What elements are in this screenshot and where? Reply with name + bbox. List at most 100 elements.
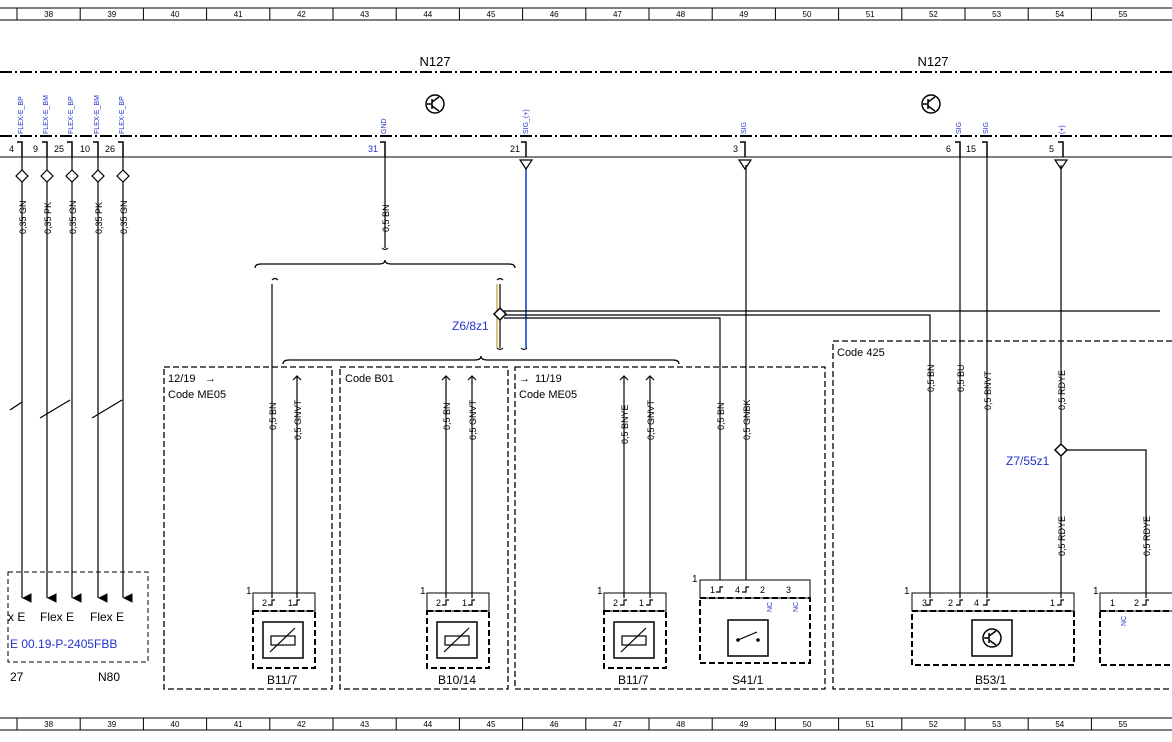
component-pin-stubs [268,586,1149,606]
ruler-number: 54 [1055,720,1064,729]
wire-label: 0,35 GN [119,200,129,234]
pin-name: SIG [956,122,963,134]
pin-number: 31 [368,144,378,154]
ruler-number: 45 [487,720,496,729]
pin-number: 26 [105,144,115,154]
wire-label: 0,5 GNVT [293,399,303,440]
pin-number: 3 [733,144,738,154]
pin-number: 2 [262,598,267,608]
flex-wires [9,157,133,603]
pin-stubs [17,141,1064,157]
pin-name: SIG [983,122,990,134]
box-ref: 12/19 [168,373,196,385]
pin-number: 2 [436,598,441,608]
ruler-number: 48 [676,10,685,19]
wire-label: 0,5 BNVT [983,370,993,410]
ruler-number: 53 [992,10,1001,19]
pin-number: 10 [80,144,90,154]
splice-label: Z7/55z1 [1006,454,1050,468]
box-ref: 11/19 [535,373,562,385]
wire-label: 0,5 GNVT [468,399,478,440]
ruler-number: 40 [171,720,180,729]
pin-name: GND [381,118,388,134]
wire-label: 0,5 GNVT [646,399,656,440]
pin-number: 9 [33,144,38,154]
pin-number: 1 [1110,598,1115,608]
pin-number: 2 [760,585,765,595]
ruler-number: 40 [171,10,180,19]
n80-number: 27 [10,670,24,684]
ruler-number: 46 [550,10,559,19]
pin-number: 1 [1093,586,1099,597]
component-b117-left[interactable] [252,592,316,669]
arrow-icon: → [205,373,216,385]
pin-name: (+) [1059,125,1066,134]
ruler-number: 38 [44,10,53,19]
ruler-number: 51 [866,720,875,729]
connector-label-left: N127 [419,54,450,69]
ruler-number: 52 [929,720,938,729]
code-box-3 [514,366,826,690]
ruler-number: 47 [613,10,622,19]
component-name: B10/14 [438,673,476,687]
ruler-number: 39 [107,10,116,19]
sensor-wires [271,165,1147,598]
box-code: Code B01 [345,373,394,385]
code-box-1 [163,366,333,690]
flex-label: x E [8,610,25,624]
wire-label: 0,5 BN [442,402,452,430]
splice-node [492,306,508,322]
box-code: Code 425 [837,347,885,359]
ruler-number: 43 [360,720,369,729]
pin-number: 3 [786,585,791,595]
pin-number: 1 [904,586,910,597]
ruler-number: 41 [234,720,243,729]
pin-number: 1 [597,586,603,597]
pin-number: 1 [692,574,698,585]
pin-number: 1 [246,586,252,597]
ruler-number: 49 [739,720,748,729]
wire-label: 0,5 BNYE [620,404,630,444]
ruler-number: 55 [1119,720,1128,729]
flex-label: Flex E [90,610,124,624]
ruler-number: 45 [487,10,496,19]
component-b1014[interactable] [426,592,490,669]
nc-label: NC [767,602,774,612]
pin-number: 25 [54,144,64,154]
splice-label: Z6/8z1 [452,319,489,333]
ruler-number: 42 [297,720,306,729]
arrow-icon: → [519,373,530,385]
wire-label: 0,5 BN [381,204,391,232]
box-code: Code ME05 [519,389,577,401]
splice-node [1053,442,1069,458]
code-box-4 [832,340,1172,690]
component-b117-right[interactable] [603,592,667,669]
pin-name: SIG_(+) [523,109,530,134]
ruler-number: 48 [676,720,685,729]
pin-number: 1 [462,598,467,608]
code-box-2 [339,366,509,690]
transistor-icon [921,94,941,114]
ruler-number: 47 [613,720,622,729]
ruler-number: 52 [929,10,938,19]
n80-box [7,571,149,663]
pin-number: 4 [735,585,740,595]
pin-name: FLEX-E_BP [18,96,25,134]
wire-label: 0,35 GN [18,200,28,234]
component-s411[interactable] [699,579,811,664]
flex-label: Flex E [40,610,74,624]
pin-number: 5 [1049,144,1054,154]
component-partial-right[interactable] [1099,592,1172,666]
nc-label: NC [793,602,800,612]
pin-number: 4 [974,598,979,608]
ruler-number: 50 [803,10,812,19]
pin-number: 21 [510,144,520,154]
doc-reference-link[interactable]: E 00.19-P-2405FBB [10,637,117,651]
box-code: Code ME05 [168,389,226,401]
ruler-number: 42 [297,10,306,19]
pin-number: 1 [639,598,644,608]
component-name: B53/1 [975,673,1007,687]
nc-label: NC [1121,616,1128,626]
wire-label: 0,5 BN [716,402,726,430]
component-b531[interactable] [911,592,1075,666]
